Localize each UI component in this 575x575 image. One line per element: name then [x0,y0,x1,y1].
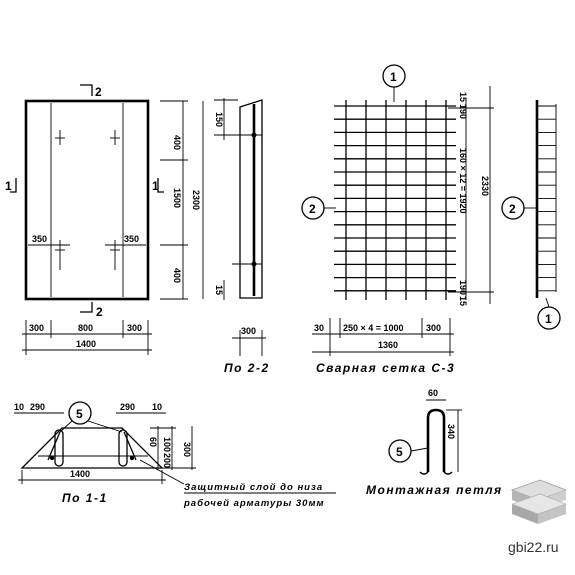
mesh-dim-190-bottom: 190 [458,280,468,295]
section-2-2-outline [239,99,263,299]
dim-350-right: 350 [124,234,139,244]
dim-400-bottom: 400 [172,268,182,283]
mesh-dim-2330: 2330 [480,176,490,196]
side-marker-1: 1 [545,312,552,326]
plan-outline [24,99,150,301]
dim-15: 15 [214,285,224,295]
dim-300-right: 300 [127,323,142,333]
sec-dim-290-right: 290 [120,402,135,412]
loop-dim-60: 60 [428,388,438,398]
loop-caption: Монтажная петля [366,483,503,497]
sec-dim-300: 300 [182,442,192,457]
dim-350-left: 350 [32,234,47,244]
loop-marker-5: 5 [396,445,403,459]
section-marker-5: 5 [76,407,83,421]
mesh-dim-30: 30 [314,323,324,333]
side-marker-2: 2 [509,202,516,216]
sec-dim-60: 60 [148,437,158,447]
mesh-dim-15-top: 15 [458,92,468,102]
dim-400-top: 400 [172,135,182,150]
mounting-loop: 60 340 5 Монтажная петля [366,388,503,497]
section-2-top-mark [80,84,93,96]
dim-300-side: 300 [241,326,256,336]
loop-shape [426,408,446,472]
section-1-1-outline [20,427,164,469]
mesh-vertical-bars [345,100,447,300]
watermark-text: gbi22.ru [508,539,559,555]
welded-mesh: 1 2 190 15 160 × 12 = 1920 2330 15 190 3… [301,64,494,375]
mesh-dim-15-bottom: 15 [458,296,468,306]
section-marker-5-circle [68,401,92,425]
dim-1500: 1500 [172,188,182,208]
dim-2300: 2300 [191,190,201,210]
sec-dim-100: 100 [162,437,172,452]
section-1-1-caption: По 1-1 [62,491,108,505]
mesh-dim-190-top: 190 [458,104,468,119]
mesh-dim-pitch-horizontal: 250 × 4 = 1000 [343,323,404,333]
mesh-caption: Сварная сетка С-3 [316,361,455,375]
mesh-dim-300: 300 [426,323,441,333]
section-2-2-caption: По 2-2 [224,361,270,375]
section-1-left-mark [10,178,17,193]
watermark-logo [510,479,568,524]
mesh-side-view: 2 1 [501,100,561,330]
loop-dim-340: 340 [446,424,456,439]
mesh-side-ticks [537,104,557,292]
note-line-1: Защитный слой до низа [184,482,323,493]
section-2-bottom-label: 2 [96,305,103,319]
sec-dim-200: 200 [162,453,172,468]
dim-300-left: 300 [29,323,44,333]
sec-dim-1400: 1400 [70,469,90,479]
dim-150: 150 [214,112,224,127]
marker-1-top: 1 [390,70,397,84]
sec-dim-10-left: 10 [14,402,24,412]
sec-dim-290-left: 290 [30,402,45,412]
section-2-2: 150 15 300 По 2-2 [214,98,270,375]
sec-dim-10-right: 10 [152,402,162,412]
dim-1400: 1400 [76,339,96,349]
section-1-left-label: 1 [5,179,12,193]
note-line-2: рабочей арматуры 30мм [183,498,325,509]
dim-800: 800 [78,323,93,333]
marker-2-left: 2 [309,202,316,216]
mesh-dim-pitch-vertical: 160 × 12 = 1920 [458,148,468,214]
cover-note: Защитный слой до низа рабочей арматуры 3… [139,459,336,509]
mesh-horizontal-bars [334,105,456,292]
section-1-right-mark [157,178,164,193]
section-2-top-label: 2 [95,85,102,99]
section-1-right-label: 1 [152,179,159,193]
section-1-1: 5 10 290 290 10 60 100 200 300 1400 По 1… [14,401,196,505]
mesh-dim-1360: 1360 [378,340,398,350]
plan-view: 350 350 1 1 2 2 400 1500 400 2300 300 80… [5,84,204,355]
section-2-bottom-mark [80,302,93,313]
